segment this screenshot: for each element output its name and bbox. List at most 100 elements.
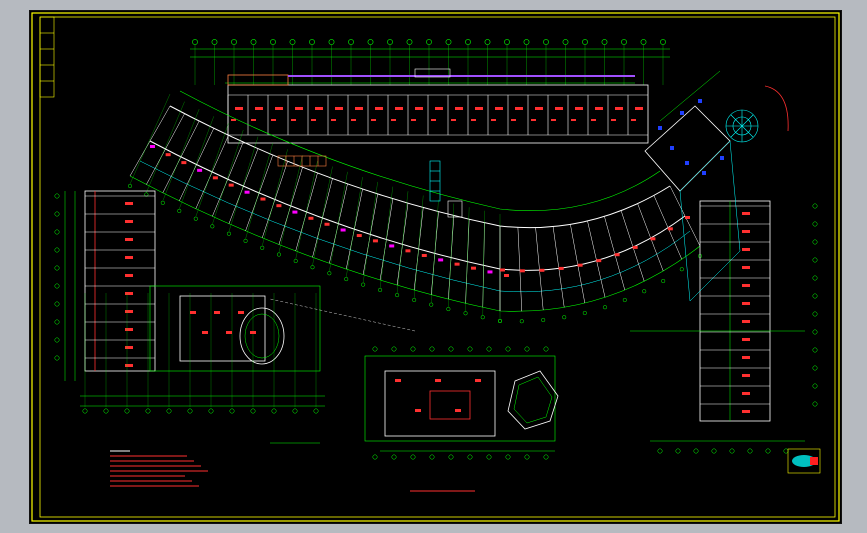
partition-wall [517, 227, 523, 312]
partition-wall [312, 178, 333, 258]
room-tag [667, 227, 673, 231]
axis-bubble-icon [367, 39, 374, 45]
room-tag [615, 107, 623, 110]
axis-line [482, 210, 485, 316]
room-tag [415, 107, 423, 110]
room-tag [276, 204, 282, 208]
axis-bubble-icon [657, 448, 663, 454]
partition-wall [396, 203, 409, 286]
axis-bubble-icon [208, 408, 214, 414]
room-tag [244, 190, 250, 194]
room-tag [555, 107, 563, 110]
axis-line [179, 116, 214, 209]
room-tag [551, 119, 556, 121]
column-marker [698, 99, 702, 103]
axis-bubble-icon [675, 448, 681, 454]
room-tag [331, 119, 336, 121]
partition-wall [413, 207, 424, 291]
room-tag [614, 253, 620, 257]
axis-bubble-icon [621, 39, 627, 45]
room-tag [214, 311, 220, 314]
axis-bubble-icon [582, 39, 588, 45]
southwest-block [80, 285, 325, 407]
axis-bubble-icon [812, 329, 818, 335]
room-tag [591, 119, 596, 121]
axis-bubble-icon [467, 346, 473, 352]
axis-bubble-icon [543, 454, 549, 460]
axis-line [212, 130, 244, 225]
axis-line [295, 160, 318, 260]
room-tag [315, 107, 323, 110]
axis-bubble-icon [250, 39, 257, 45]
axis-bubble-icon [543, 39, 549, 45]
room-tag [356, 234, 362, 238]
room-tag [250, 331, 256, 334]
room-tag [125, 346, 133, 349]
axis-bubble-icon [812, 293, 818, 299]
axis-bubble-icon [812, 221, 818, 227]
room-tag [292, 210, 298, 214]
axis-bubble-icon [328, 39, 335, 45]
axis-bubble-icon [54, 319, 60, 325]
axis-bubble-icon [310, 265, 315, 270]
room-tag [742, 212, 750, 215]
room-tag [197, 168, 203, 172]
room-tag [375, 107, 383, 110]
axis-bubble-icon [480, 315, 485, 320]
room-tag [125, 274, 133, 277]
axis-bubble-icon [679, 267, 684, 272]
southwest-axis-bubbles [82, 293, 319, 414]
room-tag [150, 145, 155, 148]
axis-bubble-icon [484, 39, 491, 45]
axis-bubble-icon [327, 271, 332, 276]
room-tag [451, 119, 456, 121]
drawing-sheet[interactable] [29, 10, 842, 524]
axis-bubble-icon [812, 347, 818, 353]
axis-bubble-icon [54, 193, 60, 199]
axis-line [245, 142, 273, 239]
axis-bubble-icon [145, 408, 151, 414]
axis-bubble-icon [231, 39, 237, 45]
west-wing-rooms [54, 193, 155, 367]
room-tag [125, 364, 133, 367]
room-tag [125, 202, 133, 205]
axis-bubble-icon [693, 448, 699, 454]
axis-bubble-icon [812, 257, 818, 263]
room-tag [742, 338, 750, 341]
axis-bubble-icon [54, 247, 60, 253]
axis-bubble-icon [82, 408, 88, 414]
axis-bubble-icon [562, 39, 569, 45]
room-tag [575, 107, 583, 110]
axis-bubble-icon [226, 231, 231, 236]
axis-bubble-icon [54, 355, 60, 361]
floor-plan-canvas[interactable] [30, 11, 841, 523]
room-tag [742, 410, 750, 413]
room-tag [742, 374, 750, 377]
room-tag [411, 119, 416, 121]
room-tag [251, 119, 256, 121]
axis-bubble-icon [812, 365, 818, 371]
axis-bubble-icon [783, 448, 789, 454]
room-tag [311, 119, 316, 121]
room-tag [438, 258, 444, 262]
room-tag [631, 119, 636, 121]
room-tag [372, 239, 378, 243]
partition-wall [345, 188, 363, 270]
axis-bubble-icon [812, 239, 818, 245]
axis-bubble-icon [543, 346, 549, 352]
axis-bubble-icon [250, 408, 256, 414]
room-tag [515, 107, 523, 110]
room-tag [475, 107, 483, 110]
room-tag [395, 107, 403, 110]
room-tag [228, 183, 234, 187]
column-marker [702, 171, 706, 175]
room-tag [371, 119, 376, 121]
room-tag [519, 269, 525, 273]
partition-wall [245, 154, 274, 231]
axis-bubble-icon [124, 408, 130, 414]
axis-bubble-icon [192, 39, 198, 45]
curved-wing-rooms [127, 93, 703, 324]
sheet-border [31, 12, 840, 522]
top-dimension-lines [190, 48, 670, 84]
